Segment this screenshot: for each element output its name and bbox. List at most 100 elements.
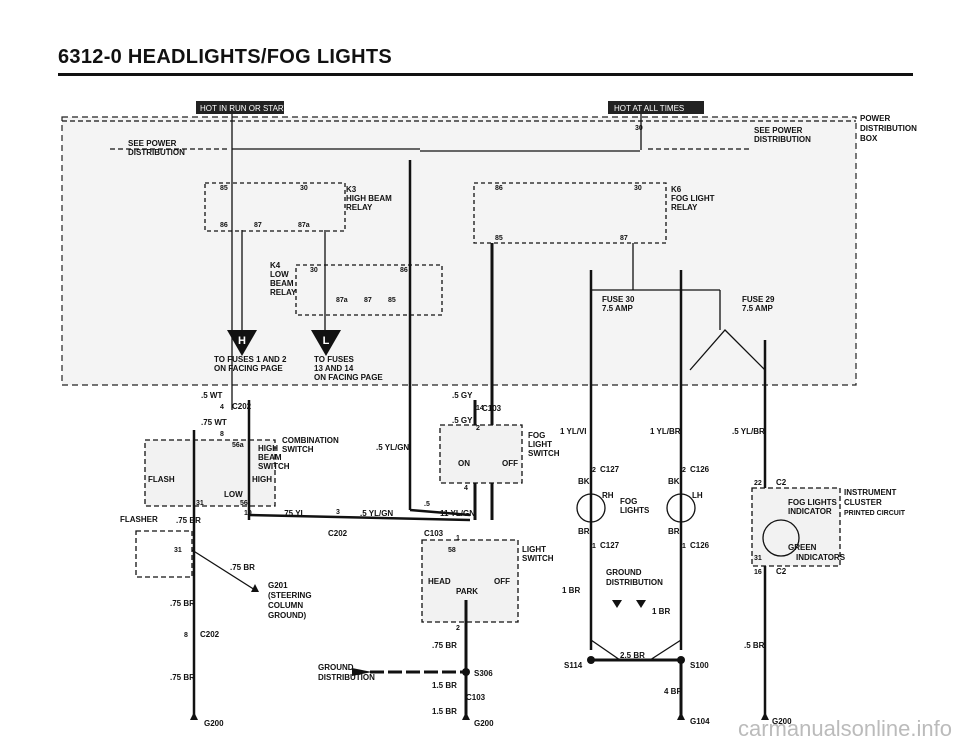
w-1ylbr: 1 YL/BR: [650, 427, 681, 436]
g201-3: COLUMN: [268, 601, 303, 610]
g200a: G200: [204, 719, 224, 728]
instrument-1: INSTRUMENT: [844, 488, 897, 497]
power-box-1: POWER: [860, 114, 890, 123]
w-75yl: .75 YL: [282, 509, 306, 518]
svg-text:3: 3: [336, 509, 340, 516]
ground-symbols: [190, 584, 769, 720]
svg-text:87a: 87a: [336, 297, 348, 304]
hot-run-text: HOT IN RUN OR START: [200, 104, 289, 113]
see-power-right-1: SEE POWER: [754, 126, 803, 135]
svg-text:30: 30: [635, 125, 643, 132]
combo-switch-1: COMBINATION: [282, 436, 339, 445]
hot-all-text: HOT AT ALL TIMES: [614, 104, 684, 113]
svg-text:30: 30: [310, 267, 318, 274]
hb-switch-3: SWITCH: [258, 462, 290, 471]
w-4br: 4 BR: [664, 687, 682, 696]
w-75br-b: .75 BR: [230, 563, 255, 572]
gnd-dist2-1: GROUND: [318, 663, 354, 672]
head-label: HEAD: [428, 577, 451, 586]
w-75br-a: .75 BR: [176, 516, 201, 525]
svg-text:86: 86: [220, 222, 228, 229]
to-fuses-1314-3: ON FACING PAGE: [314, 373, 383, 382]
svg-text:85: 85: [220, 185, 228, 192]
power-distribution-box: [61, 116, 857, 386]
svg-text:87: 87: [620, 235, 628, 242]
h-triangle: H: [227, 330, 257, 356]
g200b: G200: [474, 719, 494, 728]
fuse30-1: FUSE 30: [602, 295, 635, 304]
hb-switch-2: BEAM: [258, 453, 282, 462]
flasher-label: FLASHER: [120, 515, 158, 524]
bus-lines: [62, 114, 856, 720]
gnd-dist-2: DISTRIBUTION: [606, 578, 663, 587]
k3-1: K3: [346, 185, 357, 194]
to-fuses-1314-2: 13 AND 14: [314, 364, 354, 373]
fog-lights-1: FOG: [620, 497, 637, 506]
instrument-2: CLUSTER: [844, 498, 882, 507]
w-1br-b: 1 BR: [652, 607, 670, 616]
svg-text:30: 30: [634, 185, 642, 192]
c127a: C127: [600, 465, 620, 474]
br-a: BR: [578, 527, 590, 536]
fog-switch-1: FOG: [528, 431, 545, 440]
svg-text:30: 30: [300, 185, 308, 192]
k6-1: K6: [671, 185, 682, 194]
svg-text:87: 87: [254, 222, 262, 229]
high-label: HIGH: [252, 475, 272, 484]
to-fuses-12-1: TO FUSES 1 AND 2: [214, 355, 287, 364]
c103a: C103: [482, 404, 502, 413]
park-label: PARK: [456, 587, 478, 596]
hb-switch-1: HIGH: [258, 444, 278, 453]
see-power-left-2: DISTRIBUTION: [128, 148, 185, 157]
title-rule: [58, 73, 913, 76]
w-5ylgn-b: .5 YL/GN: [360, 509, 393, 518]
k4-2: LOW: [270, 270, 289, 279]
power-box-3: BOX: [860, 134, 878, 143]
w-15br-a: 1.5 BR: [432, 681, 457, 690]
w-5ylgn: .5 YL/GN: [376, 443, 409, 452]
svg-text:56: 56: [240, 500, 248, 507]
svg-text:87a: 87a: [298, 222, 310, 229]
off-label: OFF: [502, 459, 518, 468]
s306: S306: [474, 669, 493, 678]
svg-text:H: H: [238, 335, 246, 347]
c202a: C202: [232, 402, 252, 411]
w-5wt: .5 WT: [201, 391, 222, 400]
c202c: C202: [200, 630, 220, 639]
k3-3: RELAY: [346, 203, 373, 212]
hot-all-badge: HOT AT ALL TIMES: [608, 101, 704, 114]
c103b: C103: [424, 529, 444, 538]
fog-ind-1: FOG LIGHTS: [788, 498, 838, 507]
k4-3: BEAM: [270, 279, 294, 288]
bk-b: BK: [668, 477, 680, 486]
w-5ylbr: .5 YL/BR: [732, 427, 765, 436]
gnd-dist-1: GROUND: [606, 568, 642, 577]
svg-text:85: 85: [388, 297, 396, 304]
fog-switch-2: LIGHT: [528, 440, 552, 449]
svg-text:31: 31: [196, 500, 204, 507]
green-ind-2: INDICATORS: [796, 553, 846, 562]
to-fuses-1314-1: TO FUSES: [314, 355, 355, 364]
on-label: ON: [458, 459, 470, 468]
k4-4: RELAY: [270, 288, 297, 297]
br-b: BR: [668, 527, 680, 536]
svg-text:85: 85: [495, 235, 503, 242]
svg-text:8: 8: [220, 431, 224, 438]
lh-label: LH: [692, 491, 703, 500]
off2-label: OFF: [494, 577, 510, 586]
see-power-left-1: SEE POWER: [128, 139, 177, 148]
watermark: carmanualsonline.info: [737, 716, 952, 741]
g201-2: (STEERING: [268, 591, 312, 600]
svg-text:22: 22: [754, 480, 762, 487]
light-switch-2: SWITCH: [522, 554, 554, 563]
svg-text:.5: .5: [424, 501, 430, 508]
svg-text:56a: 56a: [232, 442, 244, 449]
svg-text:16: 16: [754, 569, 762, 576]
svg-text:31: 31: [174, 547, 182, 554]
w-25br: 2.5 BR: [620, 651, 645, 660]
l-triangle: L: [311, 330, 341, 356]
c103c: C103: [466, 693, 486, 702]
instrument-3: PRINTED CIRCUIT: [844, 510, 906, 517]
fog-lights-2: LIGHTS: [620, 506, 650, 515]
w-11ylgn: 11 YL/GN: [440, 509, 475, 518]
